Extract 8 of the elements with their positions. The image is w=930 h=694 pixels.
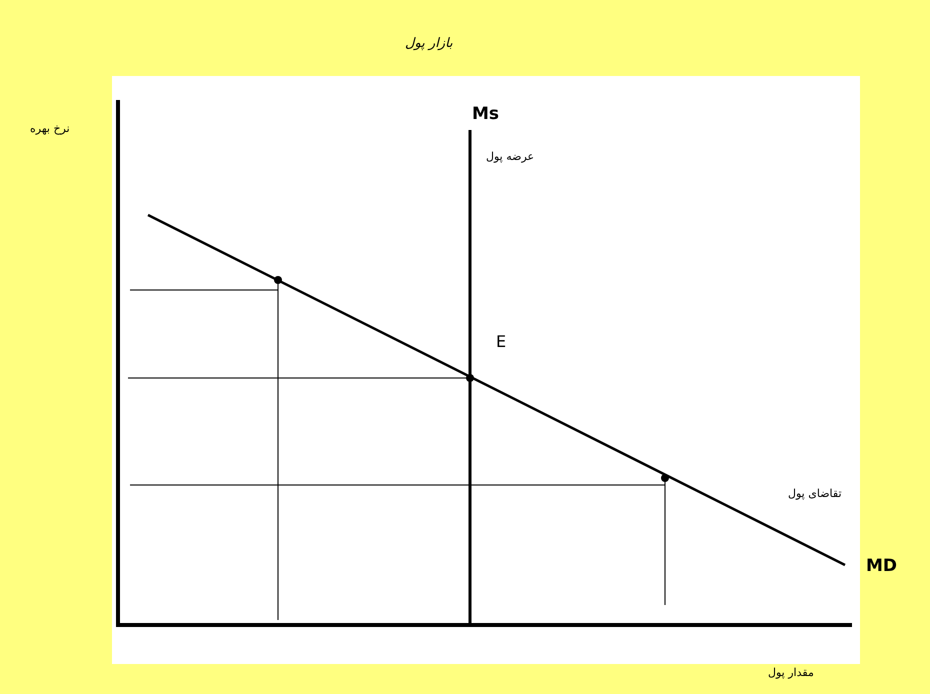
curve-label: MD <box>866 556 898 576</box>
point-label: E <box>496 332 506 351</box>
curve-label: عرضه پول <box>486 150 534 163</box>
axis-label: مقدار پول <box>768 666 814 679</box>
curve-label: تقاضای پول <box>788 487 842 500</box>
chart-title: بازار پول <box>405 36 453 51</box>
curve-label: Ms <box>472 104 500 124</box>
axis-label: نرخ بهره <box>30 122 70 135</box>
